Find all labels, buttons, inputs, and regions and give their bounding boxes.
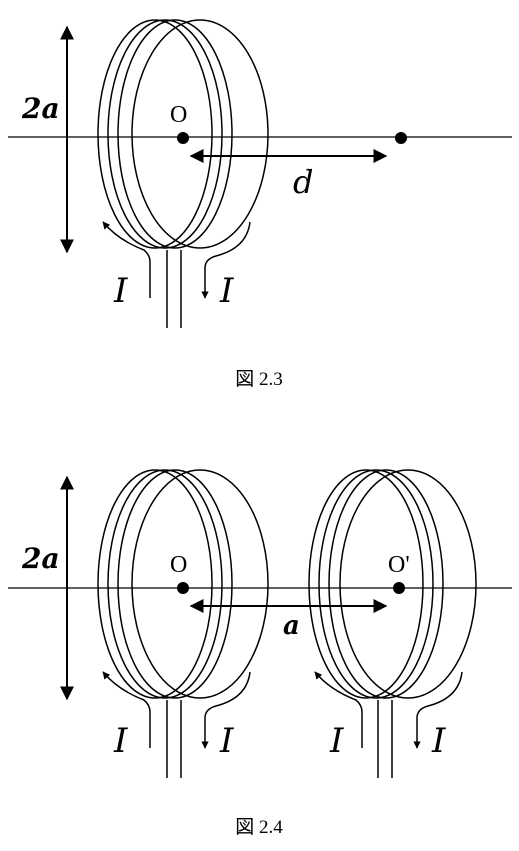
center-point bbox=[177, 132, 189, 144]
current-label-1-right: I bbox=[219, 721, 234, 761]
height-label: 2a bbox=[21, 542, 60, 575]
current-out-arrow-2 bbox=[413, 671, 463, 749]
current-in-arrow bbox=[102, 221, 151, 298]
caption: 図 2.3 bbox=[235, 369, 283, 390]
center-point-1 bbox=[177, 582, 189, 594]
center-label-1: O bbox=[170, 552, 187, 578]
lead-wires-1 bbox=[166, 700, 182, 778]
current-in-arrow-2 bbox=[314, 671, 363, 748]
figure-2-4: 2a O O' a bbox=[8, 469, 512, 838]
height-label: 2a bbox=[21, 92, 60, 125]
center-label: O bbox=[170, 102, 187, 128]
coil-2 bbox=[308, 469, 477, 699]
center-label-2: O' bbox=[388, 552, 410, 578]
current-out-arrow-1 bbox=[201, 671, 251, 749]
caption: 図 2.4 bbox=[235, 817, 283, 838]
lead-wires-2 bbox=[377, 700, 393, 778]
current-out-arrow bbox=[201, 221, 251, 299]
distance-label: a bbox=[283, 611, 300, 641]
lead-wires bbox=[166, 250, 182, 328]
current-label-1-left: I bbox=[113, 721, 128, 761]
figure-2-3: 2a O d I I 図 2.3 bbox=[8, 19, 512, 390]
current-label-2-left: I bbox=[329, 721, 344, 761]
current-in-arrow-1 bbox=[102, 671, 151, 748]
field-point bbox=[395, 132, 407, 144]
current-label-right: I bbox=[219, 271, 234, 311]
center-point-2 bbox=[393, 582, 405, 594]
coil-1 bbox=[97, 469, 269, 699]
coil bbox=[97, 19, 269, 249]
current-label-left: I bbox=[113, 271, 128, 311]
distance-label: d bbox=[293, 163, 313, 201]
current-label-2-right: I bbox=[431, 721, 446, 761]
